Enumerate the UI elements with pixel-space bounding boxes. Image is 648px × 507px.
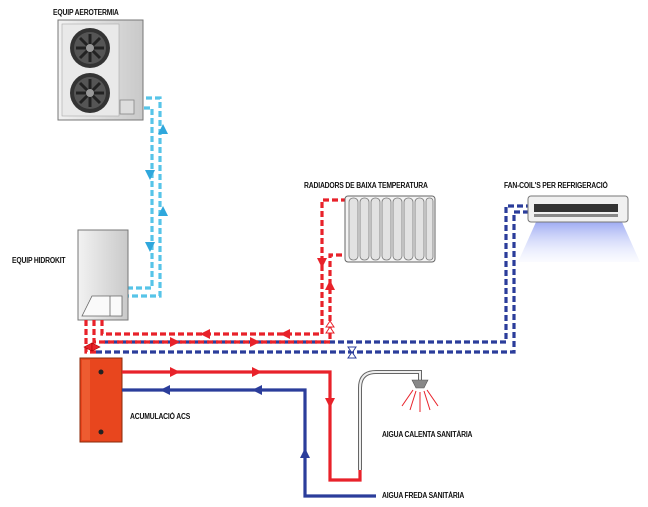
flow-arrow-left-icon xyxy=(280,329,290,339)
fan-coil-icon xyxy=(518,195,640,262)
flow-arrow-down-icon xyxy=(145,242,155,252)
outdoor-heat-pump-icon xyxy=(57,19,144,121)
flow-arrow-right-icon xyxy=(252,367,262,377)
label-aerotermia: EQUIP AEROTERMIA xyxy=(53,8,119,17)
label-acumulacio: ACUMULACIÓ ACS xyxy=(130,412,191,421)
radiator-icon xyxy=(344,195,436,263)
dhw-hot-line xyxy=(122,367,362,482)
fancoil-circuit xyxy=(96,204,530,354)
label-freda: AIGUA FREDA SANITÀRIA xyxy=(382,491,465,500)
flow-arrow-up-icon xyxy=(300,448,310,458)
hydrokit-unit-icon xyxy=(77,229,129,321)
flow-arrow-left-icon xyxy=(252,385,262,395)
flow-arrow-up-icon xyxy=(158,124,168,134)
label-fancoils: FAN-COIL'S PER REFRIGERACIÓ xyxy=(504,181,608,190)
flow-arrow-left-icon xyxy=(200,329,210,339)
label-calenta: AIGUA CALENTA SANITÀRIA xyxy=(382,430,473,439)
three-way-valve-icon xyxy=(83,320,357,359)
flow-arrow-right-icon xyxy=(250,337,260,347)
flow-arrow-down-icon xyxy=(325,398,335,408)
flow-arrow-up-icon xyxy=(325,280,335,290)
flow-arrow-down-icon xyxy=(317,258,327,268)
shower-head-icon xyxy=(358,370,439,470)
label-hidrokit: EQUIP HIDROKIT xyxy=(12,256,66,265)
label-radiadors: RADIADORS DE BAIXA TEMPERATURA xyxy=(304,181,428,190)
flow-arrow-right-icon xyxy=(170,367,180,377)
flow-arrow-down-icon xyxy=(145,170,155,180)
flow-arrow-left-icon xyxy=(160,385,170,395)
flow-arrow-up-icon xyxy=(158,206,168,216)
dhw-cold-line xyxy=(122,385,376,498)
radiator-circuit xyxy=(84,198,345,354)
dhw-tank-icon xyxy=(79,357,123,443)
refrigerant-lines xyxy=(127,96,168,298)
flow-arrow-right-icon xyxy=(170,337,180,347)
